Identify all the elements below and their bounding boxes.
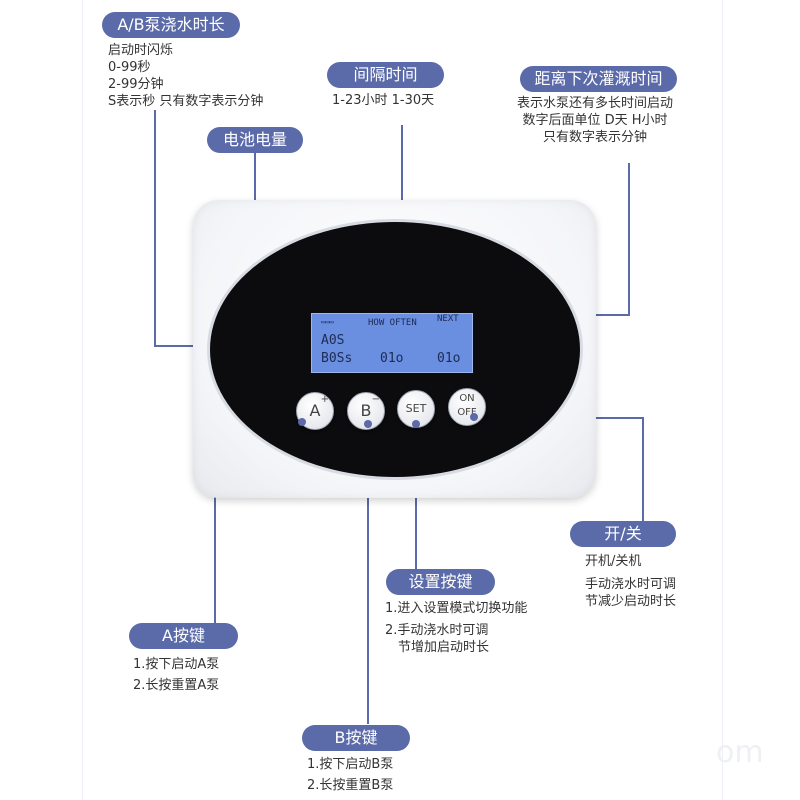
set-title: 设置按键: [386, 569, 495, 595]
connector-next: [628, 163, 630, 315]
minus-icon: −: [371, 394, 380, 405]
a-line: 1.按下启动A泵: [133, 657, 220, 672]
next-line: 表示水泵还有多长时间启动: [516, 96, 673, 111]
set-button-marker: [412, 420, 420, 428]
ab-pump-description: 启动时闪烁 0-99秒 2-99分钟 S表示秒 只有数字表示分钟: [108, 42, 263, 110]
a-button-description: 1.按下启动A泵 2.长按重置A泵: [133, 656, 219, 694]
next-line: 只有数字表示分钟: [542, 130, 647, 145]
connector-onoff: [642, 417, 644, 523]
interval-description: 1-23小时 1-30天: [332, 92, 434, 109]
lcd-screen: ▭▭▭ HOW OFTEN NEXT A0S B0Ss 01o 01o: [311, 313, 473, 373]
b-button-marker: [364, 420, 372, 428]
connector-a: [214, 423, 216, 628]
a-button-label: A: [309, 401, 321, 420]
a-button-title: A按键: [129, 623, 238, 649]
ab-pump-title: A/B泵浇水时长: [102, 12, 240, 38]
b-button-label: B: [360, 401, 372, 420]
b-button-description: 1.按下启动B泵 2.长按重置B泵: [307, 756, 393, 794]
lcd-interval-value: 01o: [380, 351, 404, 366]
lcd-next-value: 01o: [437, 351, 461, 366]
b-button-title: B按键: [302, 725, 410, 751]
off-label: OFF: [457, 407, 477, 418]
next-line: 数字后面单位 D天 H小时: [522, 113, 668, 128]
lcd-how-often: HOW OFTEN: [368, 318, 417, 328]
set-line: 1.进入设置模式切换功能: [385, 601, 528, 616]
ab-pump-line: 启动时闪烁: [108, 43, 174, 58]
set-line: 节增加启动时长: [398, 640, 490, 655]
b-line: 2.长按重置B泵: [307, 778, 394, 793]
on-off-description: 开机/关机 手动浇水时可调 节减少启动时长: [585, 553, 676, 610]
onoff-line: 节减少启动时长: [585, 594, 677, 609]
set-button-label: SET: [405, 402, 427, 415]
lcd-next: NEXT: [437, 314, 459, 324]
plus-icon: +: [320, 394, 329, 405]
connector-ab: [154, 110, 156, 346]
onoff-line: 开机/关机: [585, 554, 642, 569]
set-line: 2.手动浇水时可调: [385, 623, 489, 638]
ab-pump-line: 2-99分钟: [108, 77, 164, 92]
interval-line: 1-23小时 1-30天: [332, 93, 435, 108]
connector-b: [367, 424, 369, 724]
ab-pump-line: 0-99秒: [108, 60, 151, 75]
on-off-button[interactable]: ON OFF: [448, 388, 486, 426]
ab-pump-line: S表示秒 只有数字表示分钟: [108, 94, 264, 109]
battery-title: 电池电量: [207, 127, 303, 153]
interval-title: 间隔时间: [327, 62, 444, 88]
next-irrigation-description: 表示水泵还有多长时间启动 数字后面单位 D天 H小时 只有数字表示分钟: [505, 95, 685, 146]
next-irrigation-title: 距离下次灌溉时间: [520, 66, 677, 92]
on-label: ON: [459, 393, 475, 404]
a-button-marker: [298, 418, 306, 426]
onoff-button-marker: [470, 413, 478, 421]
watermark: om: [716, 735, 764, 770]
onoff-line: 手动浇水时可调: [585, 577, 677, 592]
lcd-row-a: A0S: [321, 333, 345, 348]
battery-indicator: ▭▭▭: [321, 318, 334, 326]
b-line: 1.按下启动B泵: [307, 757, 394, 772]
lcd-row-b: B0Ss: [321, 351, 353, 366]
frame-right-edge: [722, 0, 723, 800]
frame-left-edge: [82, 0, 83, 800]
set-description: 1.进入设置模式切换功能 2.手动浇水时可调 节增加启动时长: [385, 600, 527, 656]
a-line: 2.长按重置A泵: [133, 678, 220, 693]
on-off-title: 开/关: [570, 521, 676, 547]
